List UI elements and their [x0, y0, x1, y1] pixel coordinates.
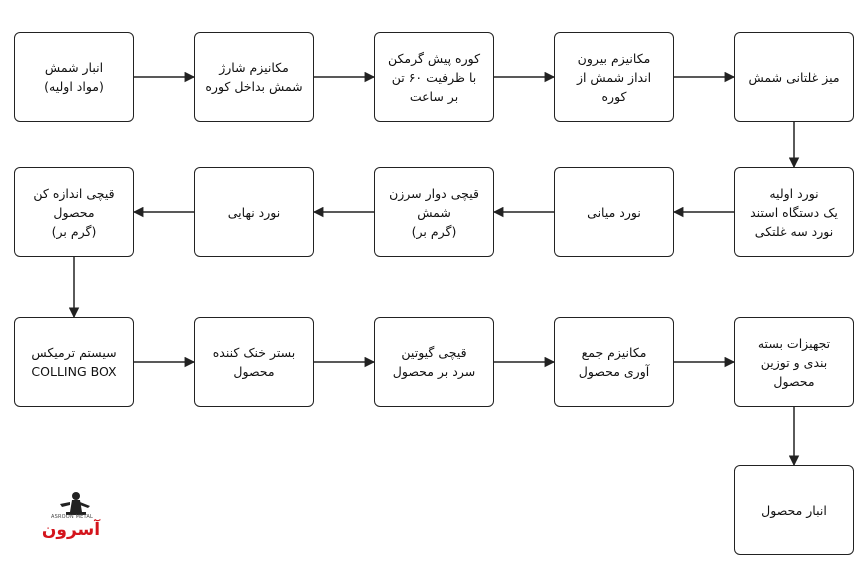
flow-node-n5: میز غلتانی شمش — [734, 32, 854, 122]
flow-node-n3: کوره پیش گرمکن با ظرفیت ۶۰ تن بر ساعت — [374, 32, 494, 122]
flow-node-n4: مکانیزم بیرون انداز شمش از کوره — [554, 32, 674, 122]
flow-node-n11: سیستم ترمیکس COLLING BOX — [14, 317, 134, 407]
flow-node-label: مکانیزم جمع آوری محصول — [578, 345, 650, 379]
flow-node-n9: نورد نهایی — [194, 167, 314, 257]
flow-node-n8: قیچی دوار سرزن شمش (گرم بر) — [374, 167, 494, 257]
flow-node-label: انبار محصول — [761, 502, 827, 518]
company-logo: ASROON METAL آسرون — [36, 490, 106, 546]
flow-node-n13: قیچی گیوتین سرد بر محصول — [374, 317, 494, 407]
flow-node-label: قیچی گیوتین سرد بر محصول — [392, 345, 476, 379]
flow-node-label: نورد میانی — [587, 204, 641, 220]
flow-node-label: مکانیزم شارژ شمش بداخل کوره — [205, 60, 303, 94]
flow-node-n6: نورد اولیه یک دستگاه استند نورد سه غلتکی — [734, 167, 854, 257]
flow-node-n15: تجهیزات بسته بندی و توزین محصول — [734, 317, 854, 407]
flow-node-n16: انبار محصول — [734, 465, 854, 555]
flow-node-n14: مکانیزم جمع آوری محصول — [554, 317, 674, 407]
flow-node-label: انبار شمش (مواد اولیه) — [44, 60, 104, 94]
flow-node-label: بستر خنک کننده محصول — [212, 345, 296, 379]
logo-figure-icon — [60, 492, 90, 515]
flow-node-label: میز غلتانی شمش — [748, 69, 840, 85]
flow-node-n12: بستر خنک کننده محصول — [194, 317, 314, 407]
flow-node-label: مکانیزم بیرون انداز شمش از کوره — [576, 50, 652, 104]
logo-subtext: ASROON METAL — [50, 514, 93, 520]
flow-node-label: قیچی اندازه کن محصول (گرم بر) — [33, 185, 115, 239]
flow-node-label: قیچی دوار سرزن شمش (گرم بر) — [389, 185, 479, 239]
flow-node-n10: قیچی اندازه کن محصول (گرم بر) — [14, 167, 134, 257]
flow-node-n2: مکانیزم شارژ شمش بداخل کوره — [194, 32, 314, 122]
flow-node-label: تجهیزات بسته بندی و توزین محصول — [757, 335, 831, 389]
flow-node-label: نورد اولیه یک دستگاه استند نورد سه غلتکی — [750, 185, 838, 239]
flow-node-label: سیستم ترمیکس COLLING BOX — [31, 345, 117, 379]
flow-node-n1: انبار شمش (مواد اولیه) — [14, 32, 134, 122]
flow-node-label: کوره پیش گرمکن با ظرفیت ۶۰ تن بر ساعت — [387, 50, 481, 104]
logo-name: آسرون — [41, 520, 101, 540]
flow-node-label: نورد نهایی — [227, 204, 281, 220]
flow-node-n7: نورد میانی — [554, 167, 674, 257]
